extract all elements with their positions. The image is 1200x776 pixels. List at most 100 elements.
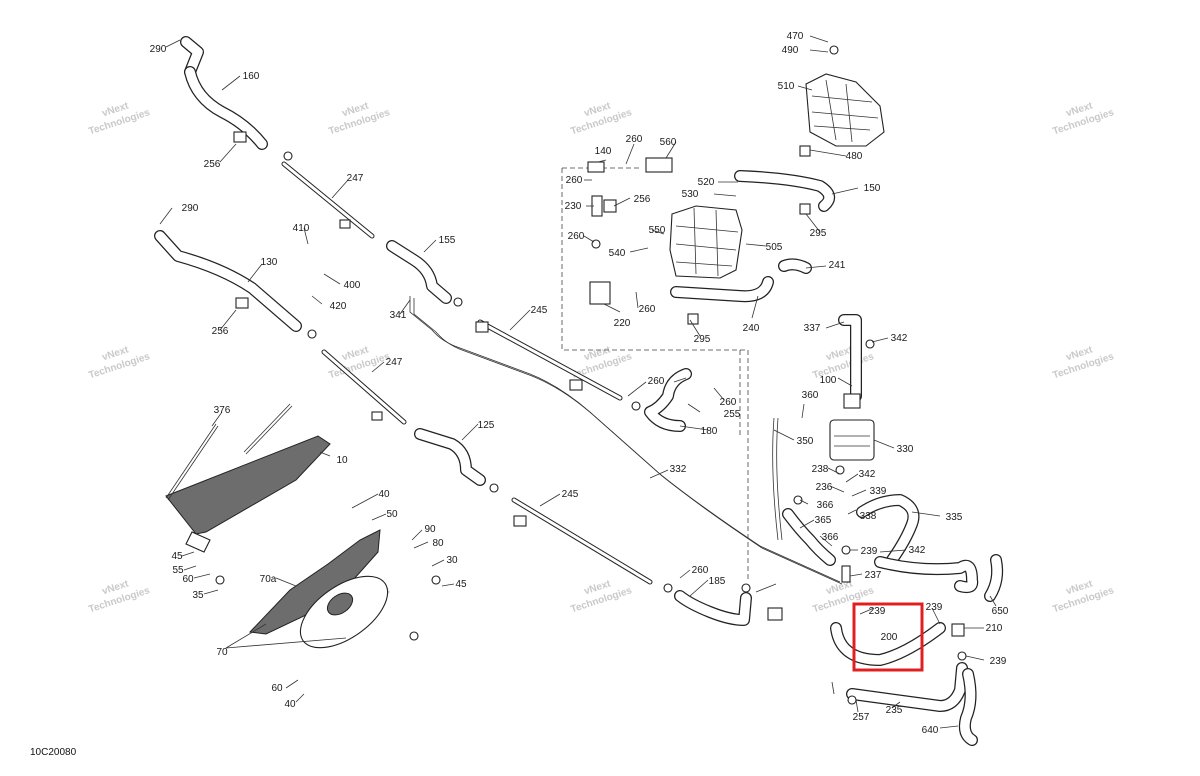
rod-376-b <box>243 403 293 455</box>
washer <box>631 401 641 411</box>
callout-label: 180 <box>701 426 718 437</box>
leader-lines <box>159 35 997 729</box>
callout-label: 150 <box>864 183 881 194</box>
callout-label: 239 <box>861 546 878 557</box>
callout-label: 365 <box>815 515 832 526</box>
callout-label: 237 <box>865 570 882 581</box>
washer <box>215 575 225 585</box>
callout-label: 470 <box>787 31 804 42</box>
callout-label: 245 <box>531 305 548 316</box>
washer <box>283 151 293 161</box>
clamp <box>603 199 617 213</box>
callout-label: 125 <box>478 420 495 431</box>
highlight-box-200 <box>852 602 924 672</box>
callout-label: 239 <box>869 606 886 617</box>
callout-label: 350 <box>797 436 814 447</box>
coolant-tank-330 <box>829 419 875 461</box>
callout-label: 260 <box>566 175 583 186</box>
callout-label: 550 <box>649 225 666 236</box>
callout-label: 260 <box>720 397 737 408</box>
callout-label: 420 <box>330 301 347 312</box>
connector-210 <box>951 623 965 637</box>
callout-label: 480 <box>846 151 863 162</box>
callout-label: 505 <box>766 242 783 253</box>
callout-label: 50 <box>386 509 398 520</box>
callout-label: 366 <box>822 532 839 543</box>
callout-label: 60 <box>271 683 283 694</box>
callout-label: 30 <box>446 555 458 566</box>
callout-label: 490 <box>782 45 799 56</box>
callout-label: 342 <box>859 469 876 480</box>
callout-label: 260 <box>648 376 665 387</box>
callout-label: 130 <box>261 257 278 268</box>
callout-label: 238 <box>812 464 829 475</box>
washer <box>793 495 803 505</box>
callout-label: 185 <box>709 576 726 587</box>
callout-label: 45 <box>455 579 467 590</box>
clamp <box>799 203 811 215</box>
callout-label: 100 <box>820 375 837 386</box>
callout-label: 290 <box>182 203 199 214</box>
callout-label: 400 <box>344 280 361 291</box>
reservoir-510 <box>805 73 885 147</box>
callout-label: 55 <box>172 565 184 576</box>
callout-label: 60 <box>182 574 194 585</box>
callout-label: 640 <box>922 725 939 736</box>
callout-label: 337 <box>804 323 821 334</box>
callout-label: 210 <box>986 623 1003 634</box>
hose-350 <box>772 417 783 541</box>
callout-label: 45 <box>171 551 183 562</box>
callout-label: 260 <box>626 134 643 145</box>
callout-label: 235 <box>886 705 903 716</box>
washer <box>847 695 857 705</box>
washer <box>829 45 839 55</box>
callout-label: 530 <box>682 189 699 200</box>
callout-label: 290 <box>150 44 167 55</box>
callout-label: 332 <box>670 464 687 475</box>
tube-332 <box>409 296 841 583</box>
callout-label: 260 <box>639 304 656 315</box>
reservoir-505 <box>669 205 743 279</box>
callout-label: 155 <box>439 235 456 246</box>
callout-label: 295 <box>694 334 711 345</box>
valve-220 <box>589 281 611 305</box>
callout-label: 160 <box>243 71 260 82</box>
callout-label: 230 <box>565 201 582 212</box>
callout-label: 335 <box>946 512 963 523</box>
radiator-10 <box>165 435 331 535</box>
callout-label: 80 <box>432 538 444 549</box>
callout-label: 241 <box>829 260 846 271</box>
radiator-assembly <box>165 403 389 649</box>
callout-label: 330 <box>897 444 914 455</box>
callout-label: 256 <box>634 194 651 205</box>
connector-237 <box>841 565 851 583</box>
callout-label: 341 <box>390 310 407 321</box>
washer <box>307 329 317 339</box>
callout-label: 339 <box>870 486 887 497</box>
clamp <box>339 219 351 229</box>
callout-label: 245 <box>562 489 579 500</box>
clamp <box>687 313 699 325</box>
callout-labels: 290 160 256 247 290 130 410 400 420 256 … <box>150 31 1009 736</box>
callout-label: 338 <box>860 511 877 522</box>
callout-label: 90 <box>424 524 436 535</box>
clamp <box>799 145 811 157</box>
washer <box>431 575 441 585</box>
rod-376-a <box>165 423 219 501</box>
callout-label: 35 <box>192 590 204 601</box>
callout-label: 560 <box>660 137 677 148</box>
callout-label: 295 <box>810 228 827 239</box>
callout-label: 236 <box>816 482 833 493</box>
callout-label: 260 <box>568 231 585 242</box>
callout-label: 260 <box>692 565 709 576</box>
clamp <box>569 379 583 391</box>
washer <box>489 483 499 493</box>
washer <box>453 297 463 307</box>
callout-label: 220 <box>614 318 631 329</box>
callout-label: 256 <box>204 159 221 170</box>
tank-group <box>669 73 885 461</box>
callout-label: 70a <box>260 574 277 585</box>
callout-label: 366 <box>817 500 834 511</box>
washer <box>957 651 967 661</box>
